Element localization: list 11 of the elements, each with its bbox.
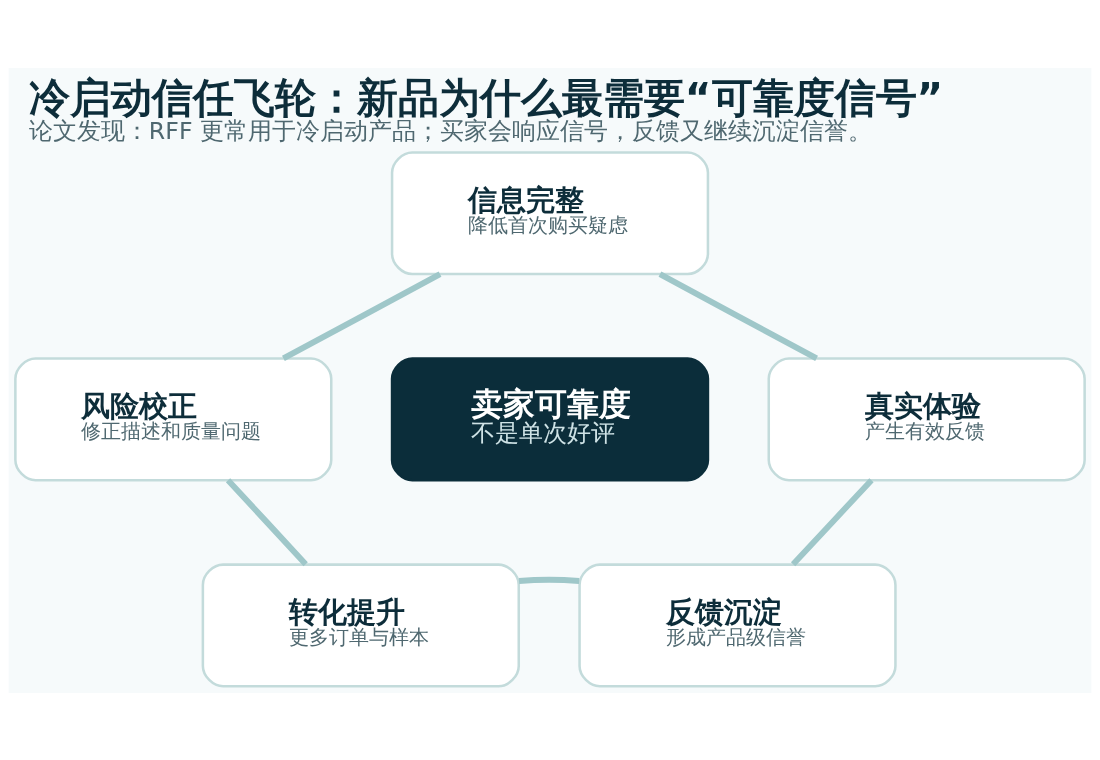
connector <box>658 271 818 361</box>
node-box: 卖家可靠度 不是单次好评 <box>390 356 710 481</box>
node-box: 信息完整 降低首次购买疑虑 <box>390 150 710 275</box>
connector <box>790 477 874 566</box>
connector <box>282 271 442 361</box>
node-box: 反馈沉淀 形成产品级信誉 <box>578 562 897 687</box>
node-box: 风险校正 修正描述和质量问题 <box>14 356 333 481</box>
connector <box>225 477 308 566</box>
connector <box>518 576 580 584</box>
node-box: 真实体验 产生有效反馈 <box>767 356 1086 481</box>
node-box: 转化提升 更多订单与样本 <box>201 562 520 687</box>
